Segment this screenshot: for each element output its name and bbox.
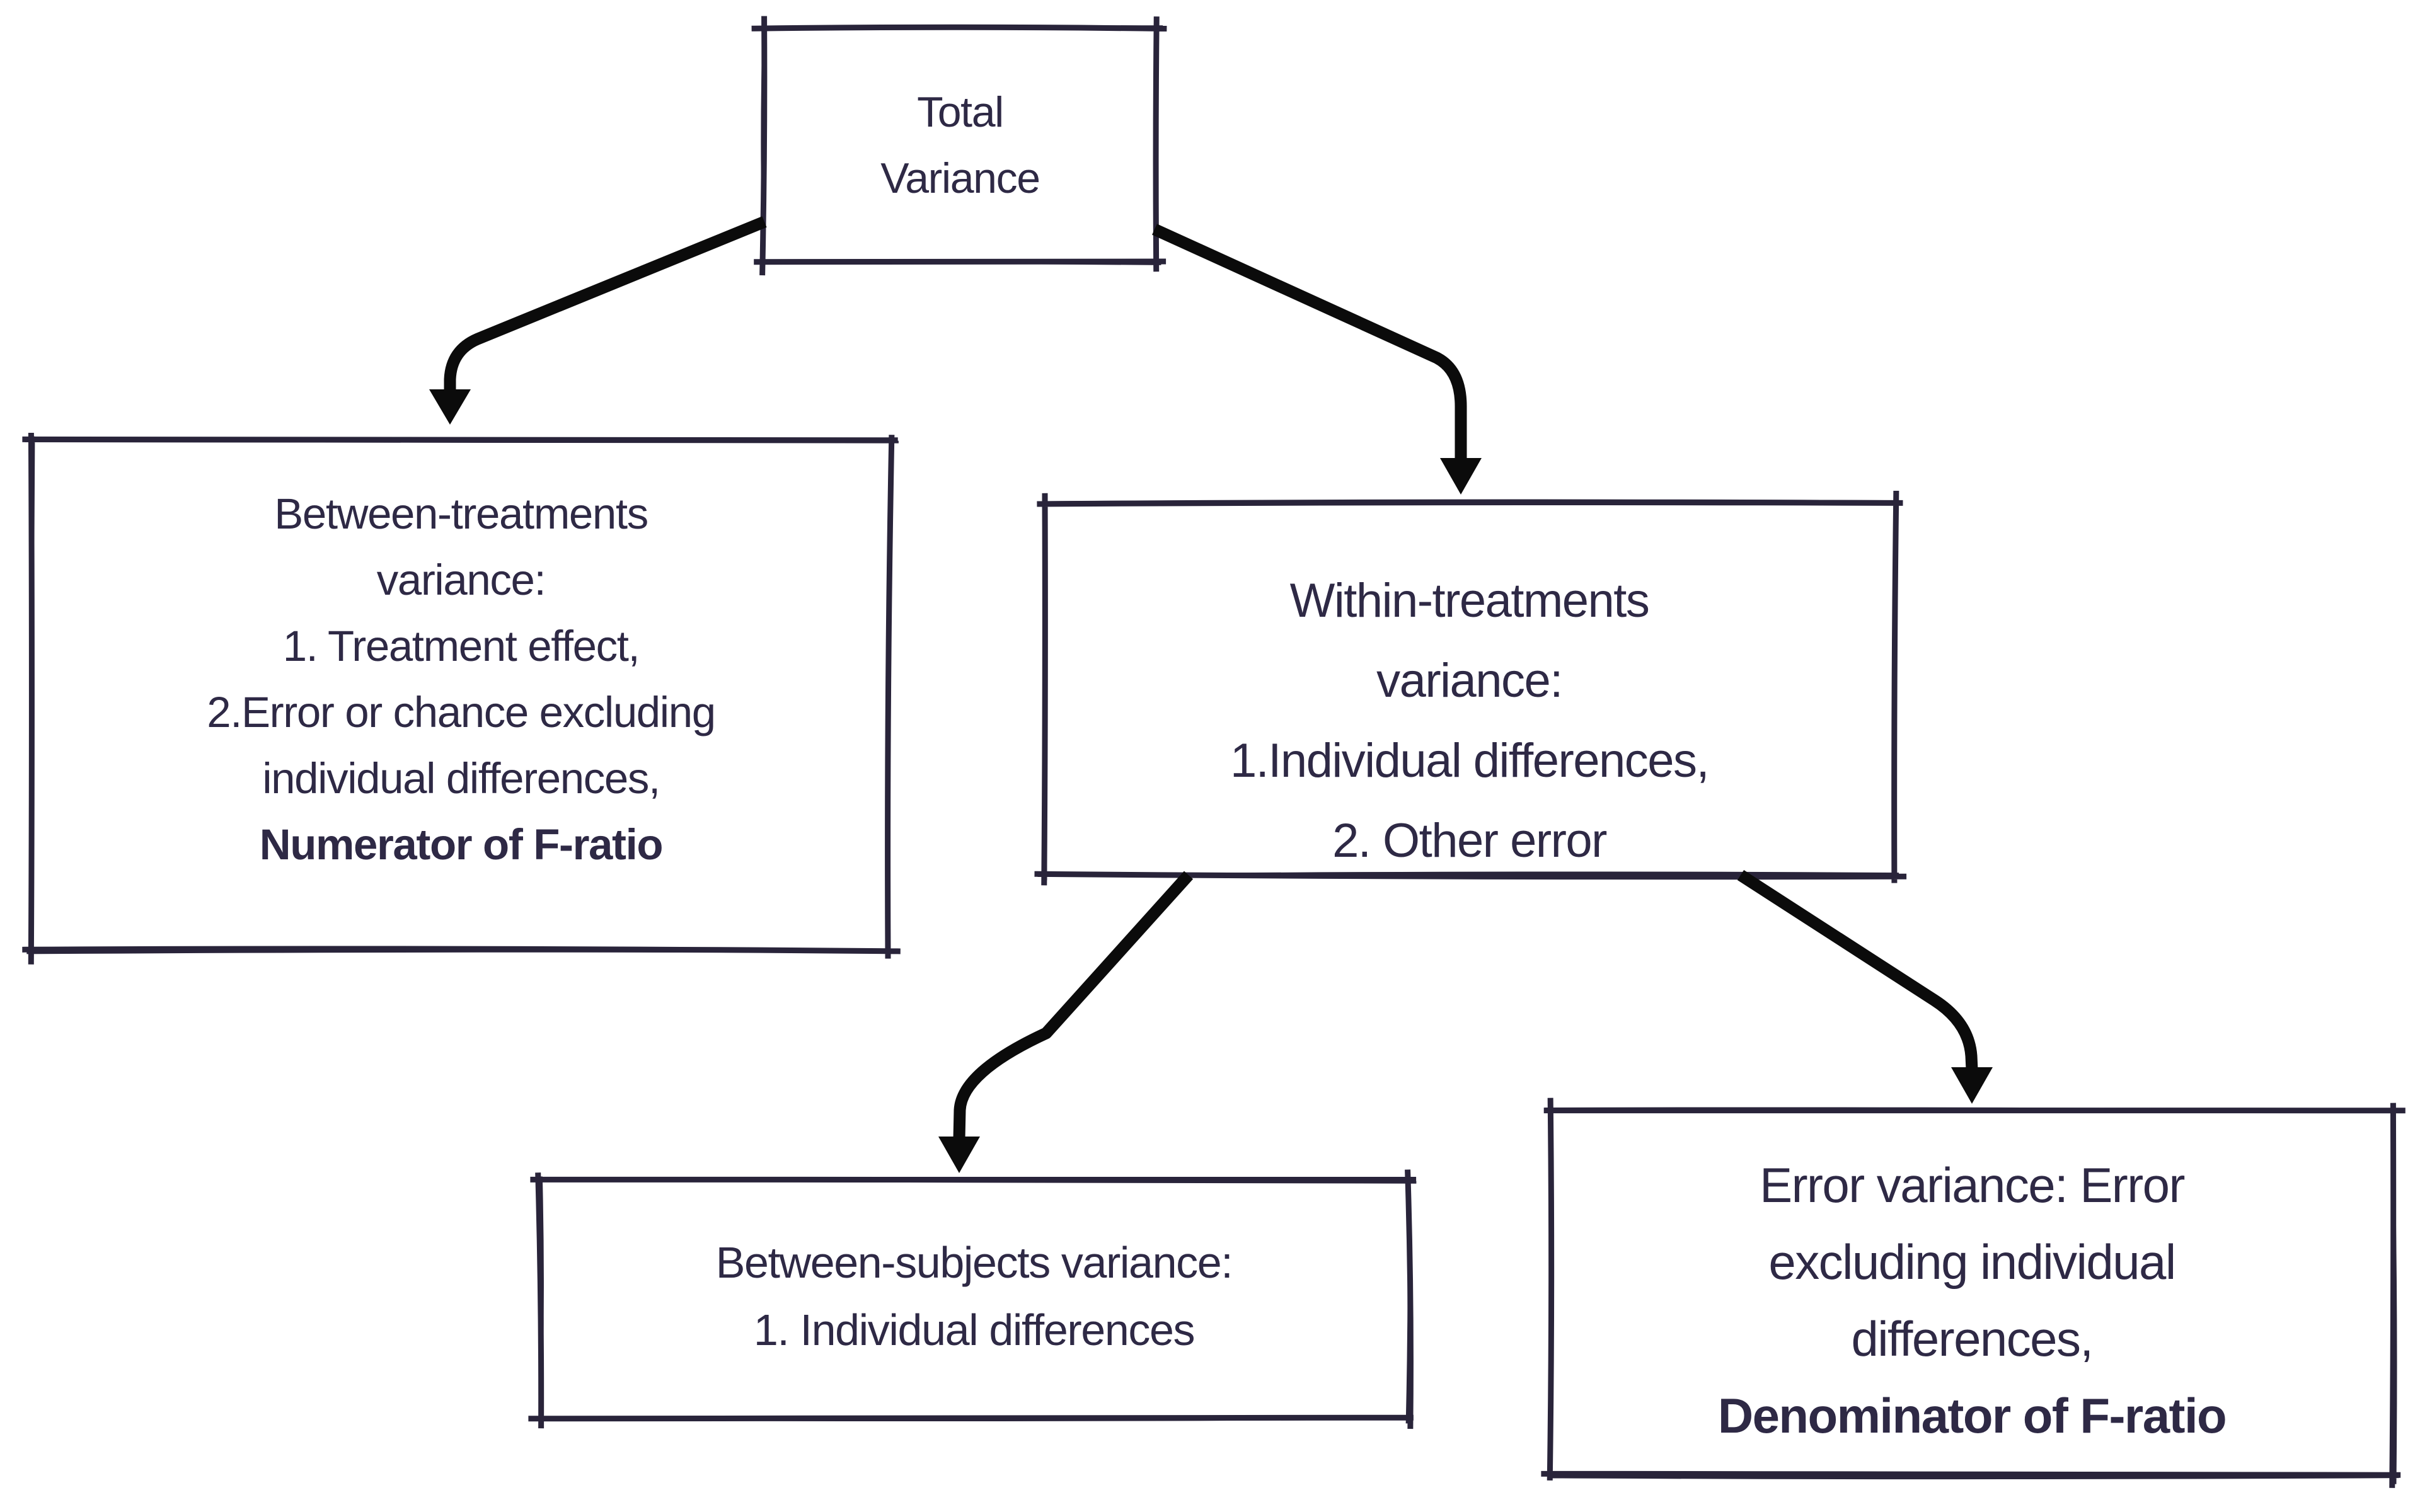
box-borders xyxy=(22,16,2406,1488)
node-text-line: differences, xyxy=(1851,1310,2094,1366)
box-border-within-treatments-overstroke xyxy=(1037,496,1902,881)
node-text-line: variance: xyxy=(376,556,546,604)
box-border-between-subjects xyxy=(528,1169,1417,1429)
node-text-line-emphasis: Denominator of F-ratio xyxy=(1717,1387,2227,1443)
node-error-variance: Error variance: Error excluding individu… xyxy=(1550,1111,2394,1475)
node-text-line: 2.Error or chance excluding xyxy=(207,688,716,736)
arrowhead-icon xyxy=(429,389,471,425)
node-text-line: variance: xyxy=(1376,654,1563,707)
node-between-subjects-variance: Between-subjects variance: 1. Individual… xyxy=(539,1181,1409,1419)
node-text-line: Between-subjects variance: xyxy=(715,1237,1233,1287)
arrow-within-to-error-variance xyxy=(1737,870,1993,1104)
box-border-error-variance-overstroke xyxy=(1545,1103,2400,1484)
node-text-line: Error variance: Error xyxy=(1760,1157,2185,1213)
node-text-line: individual differences, xyxy=(262,754,660,803)
node-text-line: excluding individual xyxy=(1768,1234,2176,1290)
node-text-line: Between-treatments xyxy=(274,490,648,538)
node-between-treatments-variance: Between-treatments variance: 1. Treatmen… xyxy=(32,441,890,951)
node-text-line: Total xyxy=(917,88,1004,136)
box-border-error-variance xyxy=(1541,1097,2406,1488)
node-within-treatments-variance: Within-treatments variance: 1.Individual… xyxy=(1044,502,1894,875)
node-total-variance: Total Variance xyxy=(764,28,1156,263)
box-border-between-subjects-overstroke xyxy=(534,1176,1417,1425)
node-text-line: 1. Treatment effect, xyxy=(282,622,640,670)
arrow-within-to-between-subjects xyxy=(938,871,1194,1173)
arrow-total-to-between-treatments xyxy=(429,216,767,425)
node-text-line: Within-treatments xyxy=(1289,574,1650,627)
arrowhead-icon xyxy=(938,1137,980,1173)
arrowhead-icon xyxy=(1440,458,1482,495)
arrowhead-icon xyxy=(1951,1067,1993,1104)
node-text-line: 2. Other error xyxy=(1332,814,1607,868)
box-border-between-treatments-overstroke xyxy=(25,436,899,958)
node-text-line: 1.Individual differences, xyxy=(1230,734,1710,788)
arrow-total-to-within-treatments xyxy=(1152,224,1482,495)
arrow-shaft xyxy=(444,216,767,392)
node-text-line-emphasis: Numerator of F-ratio xyxy=(259,820,664,869)
node-text-line: 1. Individual differences xyxy=(753,1305,1196,1354)
arrow-shaft xyxy=(953,871,1194,1140)
arrow-shaft xyxy=(1737,870,1978,1070)
arrow-shaft xyxy=(1152,224,1467,461)
box-border-total-variance-overstroke xyxy=(756,23,1163,270)
node-text-line: Variance xyxy=(880,154,1040,202)
